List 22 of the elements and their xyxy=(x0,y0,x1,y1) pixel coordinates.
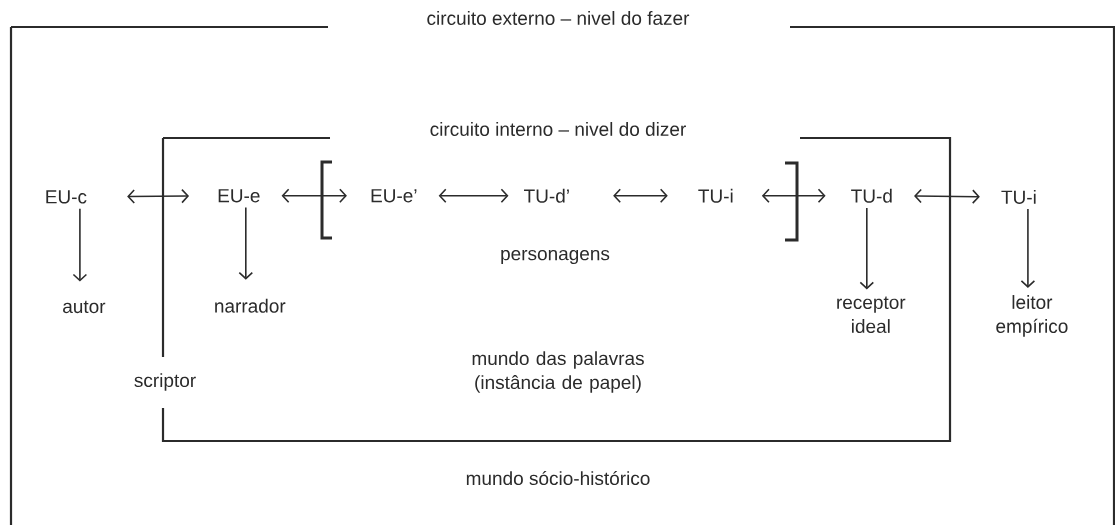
term-label: TU-i xyxy=(1001,189,1036,204)
term-label: receptor ideal xyxy=(837,296,906,334)
arrow xyxy=(1020,208,1036,288)
arrow xyxy=(859,207,875,290)
arrow xyxy=(613,188,668,204)
term-label: narrador xyxy=(215,298,286,313)
term-label: autor xyxy=(63,300,106,314)
arrow xyxy=(127,188,190,204)
group-label: personagens xyxy=(501,249,610,265)
arrow xyxy=(914,188,980,204)
arrow xyxy=(438,188,509,204)
arrow xyxy=(281,188,347,204)
term-label: EU-c xyxy=(46,190,87,204)
term-label: TU-d’ xyxy=(524,188,569,203)
arrow xyxy=(761,188,826,204)
term-label: EU-e xyxy=(218,189,260,203)
term-label: TU-d xyxy=(851,188,892,203)
term-label: TU-i xyxy=(698,188,733,203)
term-label: EU-e’ xyxy=(371,189,417,203)
arrow xyxy=(72,207,88,282)
arrow xyxy=(238,206,254,280)
term-label: leitor empírico xyxy=(996,295,1068,337)
